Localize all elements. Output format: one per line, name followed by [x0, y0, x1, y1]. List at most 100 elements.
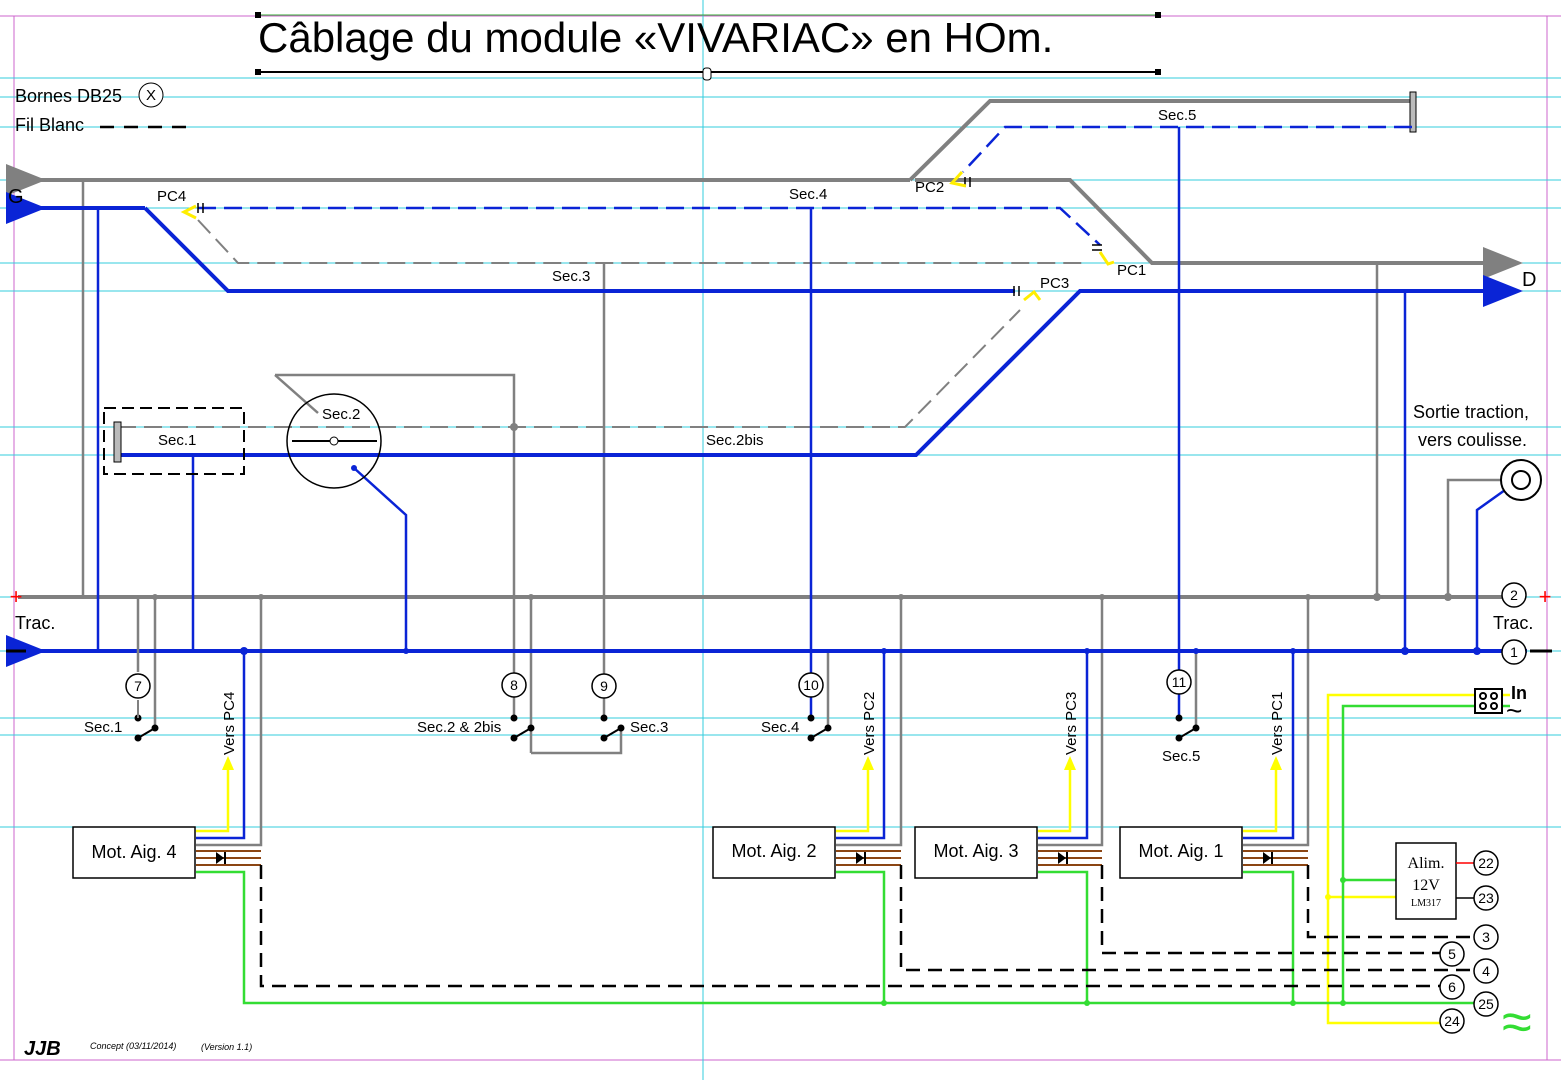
alim-line2: 12V	[1412, 877, 1440, 894]
label-pc1: PC1	[1117, 262, 1146, 279]
terminal-t9-circle	[591, 673, 617, 699]
turntable	[286, 393, 382, 489]
motor-3-label: Mot. Aig. 3	[933, 841, 1018, 861]
buffer-stop-sec5	[1409, 91, 1417, 133]
direction-right: D	[1522, 269, 1536, 291]
title-frame	[255, 12, 1161, 81]
label-sec1: Sec.1	[158, 432, 196, 449]
terminal-t7-label: 7	[134, 678, 142, 694]
vers-pc4: Vers PC4	[221, 692, 238, 755]
junction-dots	[152, 423, 1481, 655]
sortie-connector-inner	[1511, 470, 1531, 490]
terminal-t23-circle	[1473, 885, 1499, 911]
terminal-t8-circle	[501, 672, 527, 698]
label-pc4: PC4	[157, 188, 186, 205]
footer-logo: JJB	[24, 1038, 61, 1060]
vers-pc3: Vers PC3	[1063, 692, 1080, 755]
label-sec4: Sec.4	[789, 186, 827, 203]
label-pc2: PC2	[915, 179, 944, 196]
terminal-t2-circle	[1501, 582, 1527, 608]
buffer-stop-sec1	[113, 421, 122, 463]
terminal-t4-circle	[1473, 958, 1499, 984]
terminal-t11-label: 11	[1172, 674, 1187, 690]
diodes	[216, 852, 1273, 864]
section-switches	[134, 700, 1200, 742]
terminal-t22-label: 22	[1478, 855, 1494, 871]
blue-tracks	[5, 192, 1527, 667]
motor-2-label: Mot. Aig. 2	[731, 841, 816, 861]
terminal-t1-circle	[1501, 639, 1527, 665]
terminal-t6-circle	[1439, 974, 1465, 1000]
page-title: Câblage du module «VIVARIAC» en HOm.	[258, 14, 1053, 61]
terminal-t5-label: 5	[1448, 946, 1456, 962]
motor-4-label: Mot. Aig. 4	[91, 842, 176, 862]
legend-fil-blanc-label: Fil Blanc	[15, 115, 84, 135]
switch-label-sec1: Sec.1	[84, 719, 122, 736]
trac-label-left: Trac.	[15, 613, 55, 633]
point-motors-symbols	[197, 177, 1102, 296]
alim-box	[1395, 842, 1457, 920]
brown-wires	[196, 850, 1308, 866]
label-pc3: PC3	[1040, 275, 1069, 292]
point-yellow-marks	[180, 170, 1115, 302]
gray-dashed-tracks	[118, 219, 1085, 428]
terminal-t25-circle	[1473, 991, 1499, 1017]
in-ac-symbol: ~	[1506, 695, 1522, 726]
terminal-t23-label: 23	[1478, 890, 1494, 906]
trac-plus-left: +	[10, 584, 23, 609]
terminal-t4-label: 4	[1482, 963, 1490, 979]
label-sec3: Sec.3	[552, 268, 590, 285]
sec1-frame	[103, 407, 245, 475]
switch-label-sec3: Sec.3	[630, 719, 668, 736]
fil-blanc-wires	[259, 865, 1474, 988]
yellow-arrowheads	[222, 756, 1282, 770]
legend-bornes-label: Bornes DB25	[15, 86, 122, 106]
terminal-t5-circle	[1439, 941, 1465, 967]
terminal-t10-circle	[798, 672, 824, 698]
terminal-t3-circle	[1473, 924, 1499, 950]
sortie-line2: vers coulisse.	[1418, 430, 1527, 450]
alim-line1: Alim.	[1408, 855, 1445, 872]
blue-wires	[96, 127, 1506, 840]
terminal-t8-label: 8	[510, 677, 518, 693]
terminal-t11-circle	[1166, 669, 1192, 695]
label-sec5: Sec.5	[1158, 107, 1196, 124]
vers-pc2: Vers PC2	[861, 692, 878, 755]
terminal-t1-label: 1	[1510, 644, 1518, 660]
alim-line3: LM317	[1411, 898, 1441, 909]
motor-1-label: Mot. Aig. 1	[1138, 841, 1223, 861]
vers-pc1: Vers PC1	[1269, 692, 1286, 755]
switch-label-sec2: Sec.2 & 2bis	[417, 719, 501, 736]
direction-left: G	[8, 186, 24, 208]
gray-tracks	[5, 99, 1523, 599]
switch-label-sec5: Sec.5	[1162, 748, 1200, 765]
turntable-pivot	[329, 436, 339, 446]
terminal-t3-label: 3	[1482, 929, 1490, 945]
green-dots	[881, 877, 1346, 1006]
ac-output-symbol: ≈	[1502, 992, 1532, 1052]
in-connector	[1474, 688, 1503, 714]
terminal-t9-label: 9	[600, 678, 608, 694]
terminal-t7-circle	[125, 673, 151, 699]
green-wires	[196, 704, 1510, 1005]
terminal-t6-label: 6	[1448, 979, 1456, 995]
sortie-line1: Sortie traction,	[1413, 402, 1529, 422]
footer-concept: Concept (03/11/2014)	[90, 1041, 176, 1051]
legend-bornes-x: X	[146, 87, 156, 104]
trac-plus-right: +	[1539, 584, 1552, 609]
yellow-wires	[196, 693, 1510, 1025]
terminal-t24-label: 24	[1444, 1013, 1460, 1029]
trac-label-right: Trac.	[1493, 613, 1533, 633]
terminal-t22-circle	[1473, 850, 1499, 876]
footer-version: (Version 1.1)	[201, 1042, 252, 1052]
in-connector-pins	[1479, 692, 1498, 710]
legend-bornes-symbol	[138, 82, 164, 108]
terminal-t24-circle	[1439, 1008, 1465, 1034]
terminal-t25-label: 25	[1478, 996, 1494, 1012]
label-sec2: Sec.2	[322, 406, 360, 423]
terminal-t2-label: 2	[1510, 587, 1518, 603]
in-label: In	[1511, 683, 1527, 703]
gray-wires	[81, 180, 1505, 847]
